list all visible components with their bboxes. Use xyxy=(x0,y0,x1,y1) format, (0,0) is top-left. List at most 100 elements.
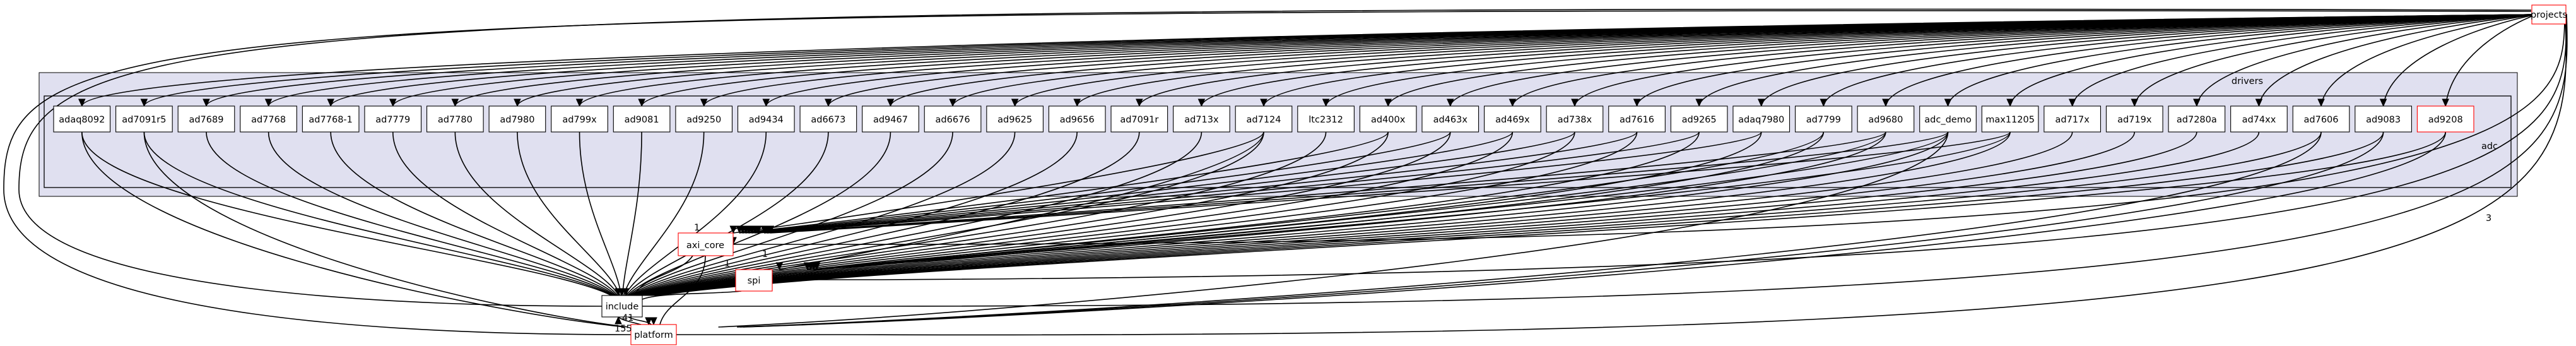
adc-node-ad9250[interactable]: ad9250 xyxy=(675,105,733,133)
dependency-edge xyxy=(1760,14,2537,107)
adc-node-label: ad9083 xyxy=(2366,115,2401,125)
dependency-edge xyxy=(656,131,2322,296)
adc-node-ad9265[interactable]: ad9265 xyxy=(1670,105,1728,133)
dependency-edge xyxy=(579,131,622,296)
adc-node-ad719x[interactable]: ad719x xyxy=(2105,105,2163,133)
adc-node-ad7768-1[interactable]: ad7768-1 xyxy=(302,105,360,133)
dependency-edge xyxy=(1885,14,2537,107)
adc-node-ad9081[interactable]: ad9081 xyxy=(613,105,671,133)
adc-node-label: ad9208 xyxy=(2428,115,2463,125)
dependency-edge xyxy=(143,131,628,328)
adc-node-ad7606[interactable]: ad7606 xyxy=(2292,105,2350,133)
adc-node-ad469x[interactable]: ad469x xyxy=(1484,105,1541,133)
adc-node-label: ad7768-1 xyxy=(309,115,352,125)
node-projects[interactable]: projects xyxy=(2531,4,2567,25)
adc-node-box xyxy=(1173,105,1230,133)
adc-node-label: ad9265 xyxy=(1682,115,1717,125)
adc-node-box xyxy=(302,105,360,133)
adc-node-label: ad7768 xyxy=(251,115,286,125)
dependency-edge xyxy=(642,290,742,300)
adc-node-ad7980[interactable]: ad7980 xyxy=(488,105,546,133)
adc-node-ad7799[interactable]: ad7799 xyxy=(1794,105,1852,133)
adc-node-label: ltc2312 xyxy=(1309,115,1343,125)
adc-node-ad7689[interactable]: ad7689 xyxy=(177,105,235,133)
adc-node-label: max11205 xyxy=(1985,115,2035,125)
edge-arrowhead xyxy=(754,225,762,234)
edge-label-axi: 1 xyxy=(694,223,700,233)
dependency-edge xyxy=(653,131,2197,296)
adc-node-ad717x[interactable]: ad717x xyxy=(2044,105,2102,133)
adc-node-ad9625[interactable]: ad9625 xyxy=(986,105,1044,133)
adc-node-ad7779[interactable]: ad7779 xyxy=(364,105,422,133)
edge-arrowhead xyxy=(886,98,895,107)
adc-node-ad6673[interactable]: ad6673 xyxy=(799,105,857,133)
edge-arrowhead xyxy=(203,98,210,107)
dependency-edge xyxy=(810,131,1886,270)
dependency-edge xyxy=(634,255,693,296)
adc-node-ad400x[interactable]: ad400x xyxy=(1359,105,1417,133)
node-include-label: include xyxy=(606,302,639,312)
adc-node-ad7091r[interactable]: ad7091r xyxy=(1110,105,1168,133)
adc-node-box xyxy=(862,105,919,133)
edge-arrowhead xyxy=(1882,98,1890,107)
adc-node-adc-demo[interactable]: adc_demo xyxy=(1919,105,1977,133)
node-spi[interactable]: spi xyxy=(735,269,773,292)
node-platform[interactable]: platform xyxy=(630,324,677,345)
adc-node-ad74xx[interactable]: ad74xx xyxy=(2230,105,2288,133)
adc-node-label: adaq8092 xyxy=(59,115,105,125)
adc-node-ad9680[interactable]: ad9680 xyxy=(1857,105,1915,133)
dependency-edge xyxy=(751,131,1638,234)
adc-node-ad7768[interactable]: ad7768 xyxy=(240,105,297,133)
edge-arrowhead xyxy=(638,98,645,107)
node-axi-core[interactable]: axi_core xyxy=(678,232,734,256)
dependency-edge xyxy=(733,131,1264,234)
adc-node-ad9434[interactable]: ad9434 xyxy=(737,105,795,133)
dependency-edge xyxy=(767,131,1949,234)
dependency-edge xyxy=(621,131,642,296)
edge-arrowhead xyxy=(767,225,775,234)
adc-node-max11205[interactable]: max11205 xyxy=(1981,105,2039,133)
adc-node-label: ad400x xyxy=(1371,115,1406,125)
adc-node-label: ad7606 xyxy=(2304,115,2339,125)
adc-node-label: ad463x xyxy=(1433,115,1468,125)
dependency-edge xyxy=(676,21,2567,336)
adc-node-ad7280a[interactable]: ad7280a xyxy=(2168,105,2226,133)
adc-node-ad7124[interactable]: ad7124 xyxy=(1235,105,1293,133)
dependency-edge xyxy=(2071,14,2537,107)
dependency-edge xyxy=(268,131,616,296)
adc-node-ad9083[interactable]: ad9083 xyxy=(2355,105,2412,133)
edge-arrowhead xyxy=(775,262,784,271)
adc-node-ad9656[interactable]: ad9656 xyxy=(1048,105,1106,133)
adc-node-ad7091r5[interactable]: ad7091r5 xyxy=(115,105,173,133)
edge-label-projects-include: 3 xyxy=(2486,213,2491,224)
dependency-edge xyxy=(748,131,1575,234)
adc-node-ad738x[interactable]: ad738x xyxy=(1546,105,1604,133)
adc-node-box xyxy=(364,105,422,133)
edge-arrowhead xyxy=(813,262,821,271)
dependency-edge xyxy=(650,131,2073,296)
adc-node-ltc2312[interactable]: ltc2312 xyxy=(1297,105,1355,133)
dependency-edge xyxy=(633,131,1203,296)
adc-node-ad9208[interactable]: ad9208 xyxy=(2416,105,2474,133)
adc-node-ad463x[interactable]: ad463x xyxy=(1421,105,1479,133)
dependency-edge xyxy=(1636,14,2537,107)
edge-arrowhead xyxy=(2317,98,2325,107)
adc-node-box xyxy=(551,105,608,133)
edge-arrowhead xyxy=(762,98,770,107)
adc-node-ad799x[interactable]: ad799x xyxy=(551,105,608,133)
adc-node-adaq7980[interactable]: adaq7980 xyxy=(1732,105,1791,133)
adc-node-ad9467[interactable]: ad9467 xyxy=(862,105,919,133)
node-include[interactable]: include xyxy=(601,295,643,318)
edge-arrowhead xyxy=(2255,98,2263,107)
dependency-edge xyxy=(648,131,1949,296)
adc-node-ad713x[interactable]: ad713x xyxy=(1173,105,1230,133)
adc-node-label: ad6673 xyxy=(811,115,845,125)
edge-arrowhead xyxy=(622,288,630,297)
adc-node-ad7616[interactable]: ad7616 xyxy=(1608,105,1666,133)
adc-node-label: ad7779 xyxy=(375,115,410,125)
adc-node-ad6676[interactable]: ad6676 xyxy=(924,105,982,133)
adc-node-adaq8092[interactable]: adaq8092 xyxy=(53,105,111,133)
adc-node-ad7780[interactable]: ad7780 xyxy=(426,105,484,133)
edge-arrowhead xyxy=(2442,98,2449,107)
